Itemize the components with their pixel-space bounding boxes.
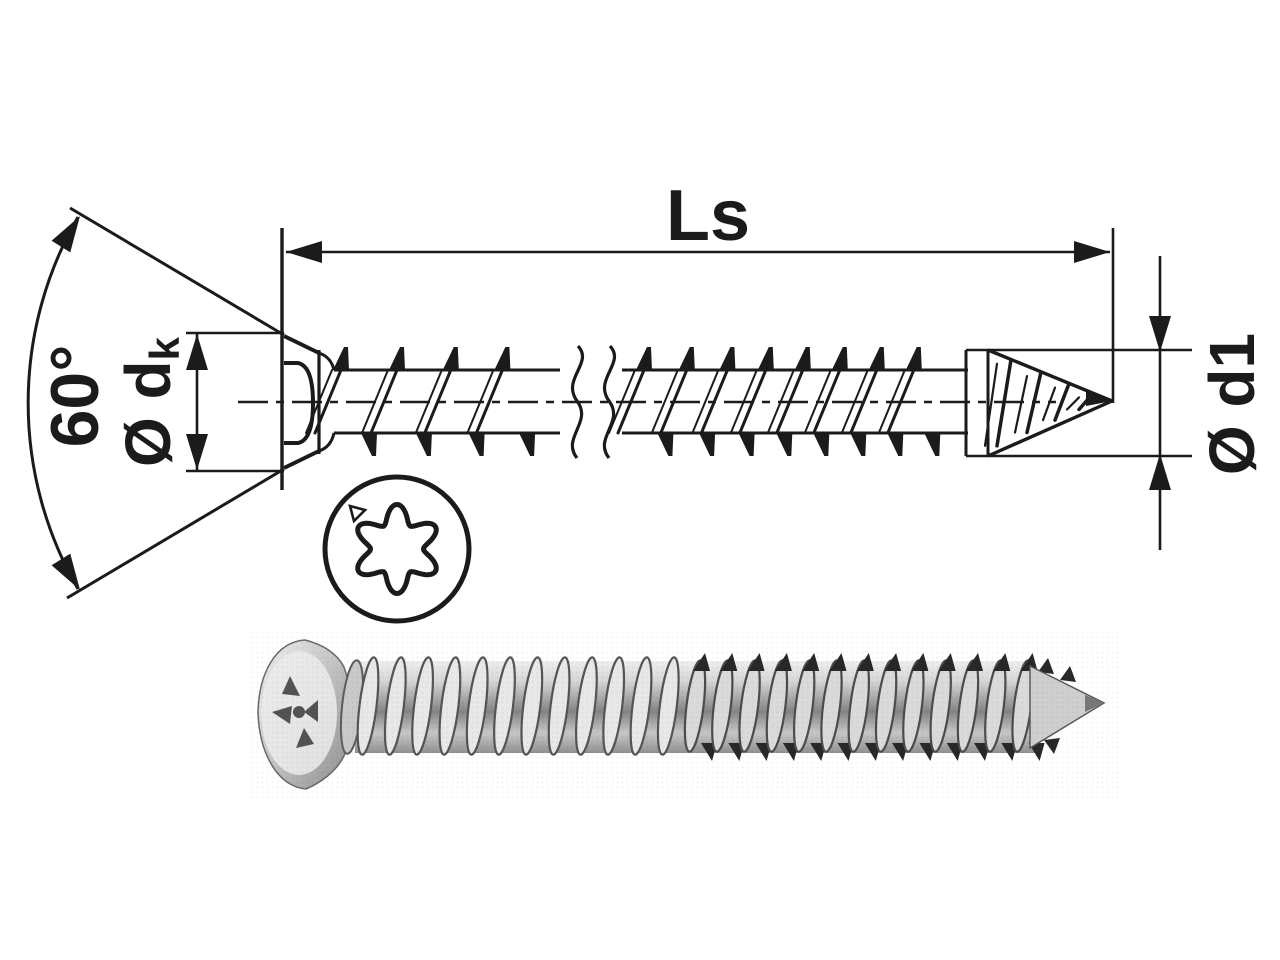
thread-flank-line: [474, 368, 504, 435]
cone-line-bottom: [66, 467, 285, 600]
thread-flank-line: [886, 368, 916, 435]
thread-crest-upper: [905, 347, 922, 370]
thread-crest-upper: [389, 347, 405, 370]
thread-crest-lower: [361, 433, 377, 456]
tip-thread-flank: [995, 358, 1013, 448]
tip-thread-flank: [1077, 391, 1095, 412]
dk-arrow-top: [186, 334, 208, 370]
index-mark-triangle: [348, 504, 368, 524]
head-top-edge: [283, 334, 320, 355]
thread-crest-lower: [738, 433, 755, 456]
dimension-arrowheads: [51, 216, 1171, 590]
torx-socket-icon: [355, 501, 439, 597]
tip-thread-flank: [1053, 381, 1071, 422]
torx-drive-end-view: [322, 474, 472, 624]
dimension-d1: [966, 256, 1192, 550]
thread-flank-line: [616, 368, 646, 435]
head-shoulder: [318, 351, 336, 371]
angle-dimension-60: [26, 206, 285, 600]
thread-crest-lower: [776, 433, 793, 456]
angle-arrow-bottom: [51, 553, 80, 590]
thread-flank-line: [877, 369, 906, 434]
ls-arrow-right: [1074, 241, 1110, 263]
thread-crest-upper: [494, 347, 511, 370]
ls-arrow-left: [286, 241, 322, 263]
thread-crest-lower: [468, 433, 485, 456]
tip-thread-teeth: [983, 358, 1095, 448]
thread-crest-lower: [415, 433, 432, 456]
thread-crest-upper: [868, 347, 885, 370]
thread-crest-upper: [757, 347, 774, 370]
thread-crest-upper: [678, 347, 695, 370]
angle-arc: [26, 216, 80, 590]
head-shoulder: [318, 432, 336, 453]
thread-flank-line: [650, 369, 679, 434]
break-line: [570, 344, 585, 459]
tip-thread-flank: [1025, 370, 1043, 435]
thread-flank-line: [466, 369, 495, 434]
thread-flank-line: [738, 368, 768, 435]
thread-crest-upper: [794, 347, 811, 370]
cone-line-top: [69, 206, 285, 337]
label-core-diameter: Ø d1: [1196, 333, 1268, 475]
halftone-overlay: [250, 630, 1120, 800]
thread-teeth: [305, 347, 941, 456]
tip-thread-flank: [1065, 396, 1081, 411]
break-lines: [570, 344, 617, 459]
countersunk-head: [280, 228, 336, 490]
thread-crest-upper: [333, 347, 349, 370]
thread-crest-lower: [699, 433, 716, 456]
d1-arrow-bottom: [1149, 454, 1171, 490]
thread-crest-upper: [831, 347, 848, 370]
break-line: [602, 344, 617, 459]
d1-arrow-top: [1149, 316, 1171, 352]
thread-flank-line: [699, 368, 729, 435]
thread-flank-line: [423, 368, 453, 435]
label-head-diameter: Ø dk: [112, 336, 188, 467]
head-bottom-edge: [283, 449, 320, 470]
thread-flank-line: [691, 369, 720, 434]
dimension-ls: [286, 228, 1115, 403]
thread-flank-line: [414, 369, 443, 434]
label-screw-length: Ls: [666, 176, 750, 256]
tip-thread-flank: [1013, 374, 1029, 434]
label-head-angle: 60°: [37, 345, 113, 448]
thread-flank-line: [840, 369, 869, 434]
label-head-diameter-prefix: Ø d: [112, 360, 184, 467]
dk-arrow-bottom: [186, 434, 208, 470]
thread-crest-lower: [813, 433, 830, 456]
thread-flank-line: [803, 369, 832, 434]
label-head-diameter-subscript: k: [141, 336, 188, 360]
thread-flank-line: [361, 369, 389, 434]
thread-crest-lower: [519, 433, 536, 456]
tip-thread-flank: [1041, 386, 1057, 422]
head-outline-circle: [322, 474, 472, 624]
thread-flank-line: [775, 368, 805, 435]
thread-crest-lower: [887, 433, 904, 456]
thread-crest-lower: [850, 433, 867, 456]
thread-flank-line: [849, 368, 879, 435]
thread-crest-upper: [636, 347, 652, 370]
tip-thread-flank: [983, 362, 999, 447]
thread-flank-line: [729, 369, 758, 434]
thread-crest-lower: [657, 433, 674, 456]
torx-recess-profile: [284, 361, 316, 445]
thread-crest-lower: [924, 433, 941, 456]
angle-arrow-top: [51, 216, 80, 253]
thread-flank-line: [659, 368, 689, 435]
thread-crest-upper: [719, 347, 736, 370]
thread-flank-line: [369, 368, 399, 435]
thread-crest-upper: [442, 347, 459, 370]
screw-photo: [250, 630, 1120, 800]
thread-flank-line: [812, 368, 842, 435]
thread-flank-line: [766, 369, 795, 434]
tip-taper-bottom: [987, 399, 1113, 458]
tip-taper-top: [987, 348, 1113, 403]
